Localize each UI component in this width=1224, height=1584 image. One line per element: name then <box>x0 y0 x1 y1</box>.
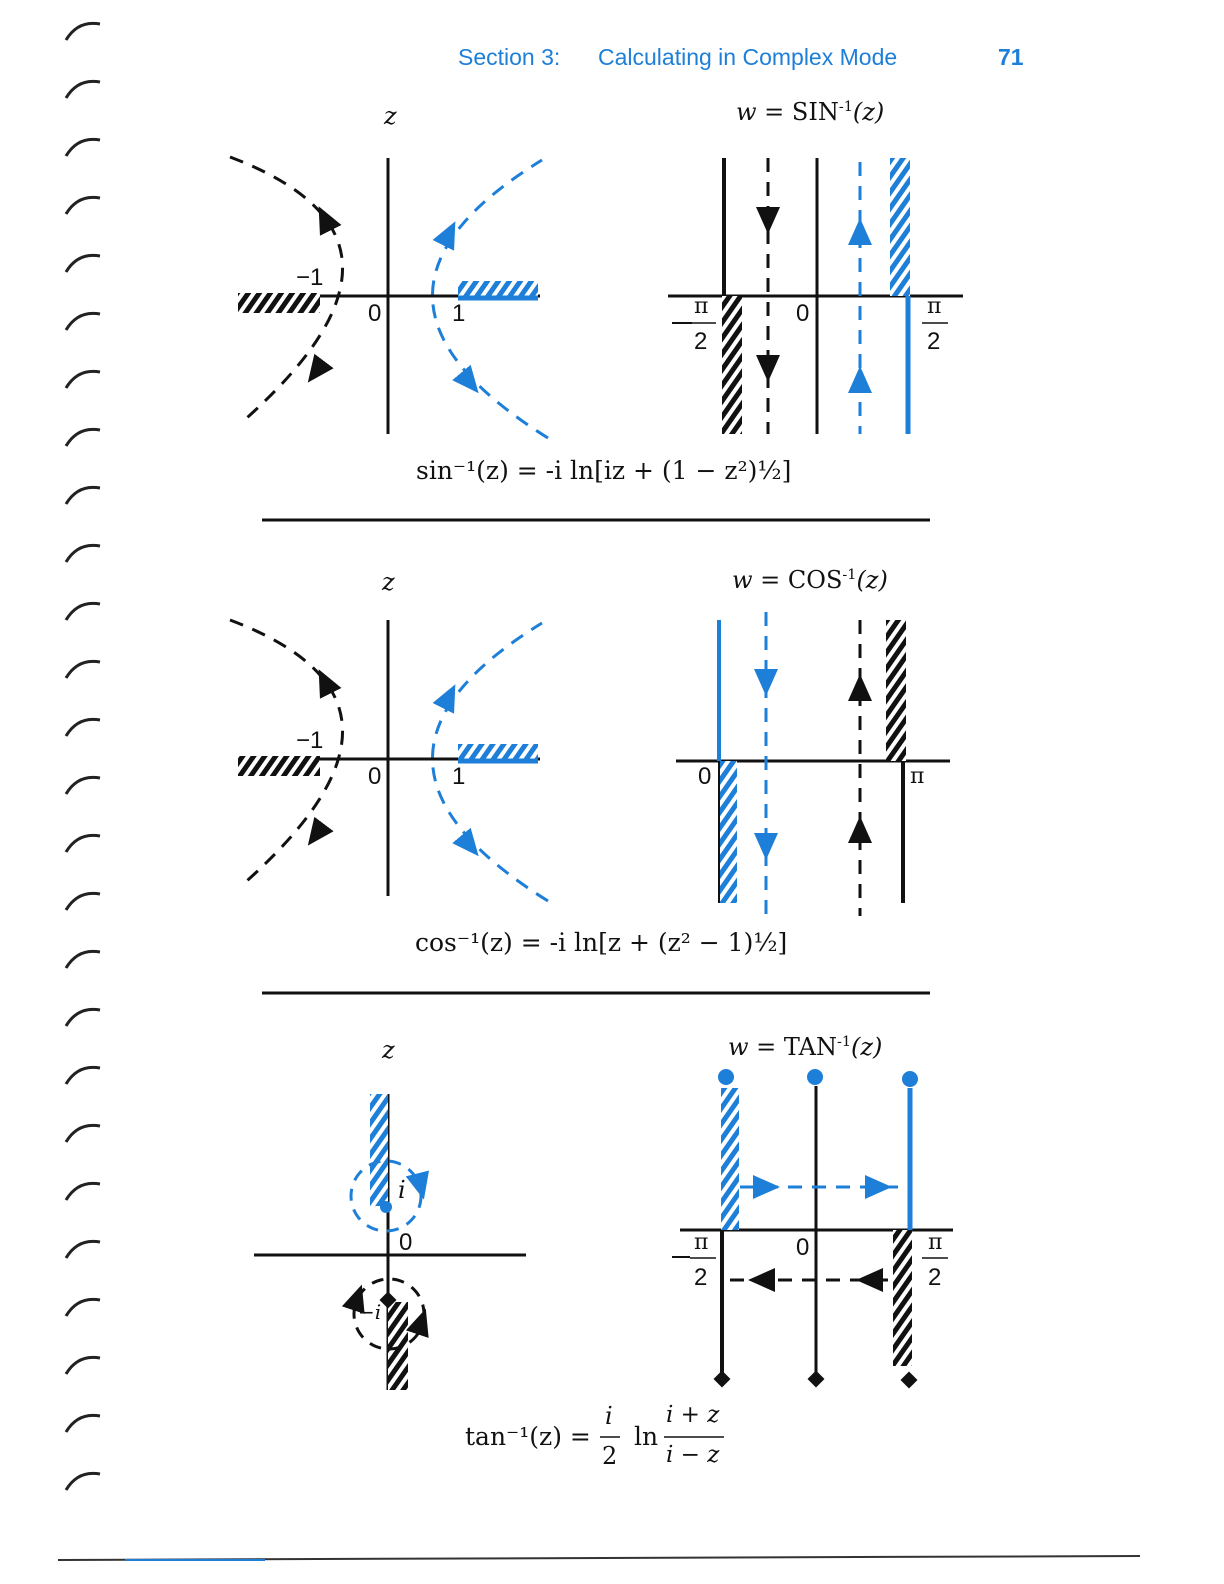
sin-z-plane <box>230 157 548 438</box>
branch-cut-lower <box>388 1302 408 1390</box>
w-axis-pi-right: π <box>928 1230 942 1255</box>
cos-z-plane <box>230 620 548 901</box>
w-plane-title: w = TAN-1(z) <box>728 1033 882 1061</box>
tan-formula-lhs: tan⁻¹(z) = <box>465 1422 591 1451</box>
axis-label-1: 1 <box>452 763 465 791</box>
w-axis-label-0: 0 <box>796 1234 809 1262</box>
sin-w-plane <box>668 158 963 434</box>
tan-formula-num: i <box>605 1402 613 1430</box>
axis-label-minus-1: −1 <box>296 264 323 292</box>
pole-i <box>380 1201 392 1213</box>
w-axis-pi-left: π <box>694 294 708 319</box>
w-axis-pi-left: π <box>694 1230 708 1255</box>
axis-label-0: 0 <box>399 1229 412 1257</box>
axis-label-1: 1 <box>452 300 465 328</box>
z-plane-label: z <box>384 102 397 130</box>
path-left <box>230 157 343 424</box>
axis-label-minus-1: −1 <box>296 727 323 755</box>
axis-label-0: 0 <box>368 300 381 328</box>
w-axis-2-left: 2 <box>694 328 707 356</box>
pole-label-minus-i: −i <box>358 1300 381 1324</box>
branch-cut-upper <box>370 1094 388 1206</box>
hatch-right-upper <box>890 158 910 296</box>
hatch-left-lower <box>722 296 742 434</box>
branch-cut-left <box>238 293 320 313</box>
w-axis-label-0: 0 <box>796 300 809 328</box>
axis-label-0: 0 <box>368 763 381 791</box>
w-axis-2-left: 2 <box>694 1264 707 1292</box>
cos-w-plane <box>676 612 950 916</box>
w-axis-pi: π <box>910 764 924 789</box>
hatch-left-upper <box>721 1088 739 1230</box>
w-axis-label-0: 0 <box>698 763 711 791</box>
tan-formula-ln-num: i + z <box>666 1402 719 1428</box>
tan-w-plane <box>672 1069 953 1388</box>
z-plane-label: z <box>382 568 395 596</box>
hatch-left-lower <box>719 761 737 903</box>
w-axis-2-right: 2 <box>928 1264 941 1292</box>
tan-z-plane <box>254 1094 526 1390</box>
branch-cut-left <box>238 756 320 776</box>
tan-formula-ln: ln <box>634 1422 658 1451</box>
w-plane-title: w = SIN-1(z) <box>736 98 884 126</box>
sin-formula: sin⁻¹(z) = -i ln[iz + (1 − z²)½] <box>416 456 791 485</box>
tan-formula-ln-den: i − z <box>666 1442 719 1468</box>
branch-cut-right <box>458 744 538 759</box>
tan-formula-den: 2 <box>602 1442 617 1470</box>
hatch-right-upper <box>886 620 906 761</box>
hatch-right-lower <box>893 1230 912 1366</box>
w-axis-2-right: 2 <box>927 328 940 356</box>
w-plane-title: w = COS-1(z) <box>732 566 888 594</box>
pole-label-i: i <box>398 1176 406 1204</box>
w-axis-pi-right: π <box>927 294 941 319</box>
z-plane-label: z <box>382 1036 395 1064</box>
branch-cut-right <box>458 281 538 296</box>
cos-formula: cos⁻¹(z) = -i ln[z + (z² − 1)½] <box>415 928 787 957</box>
